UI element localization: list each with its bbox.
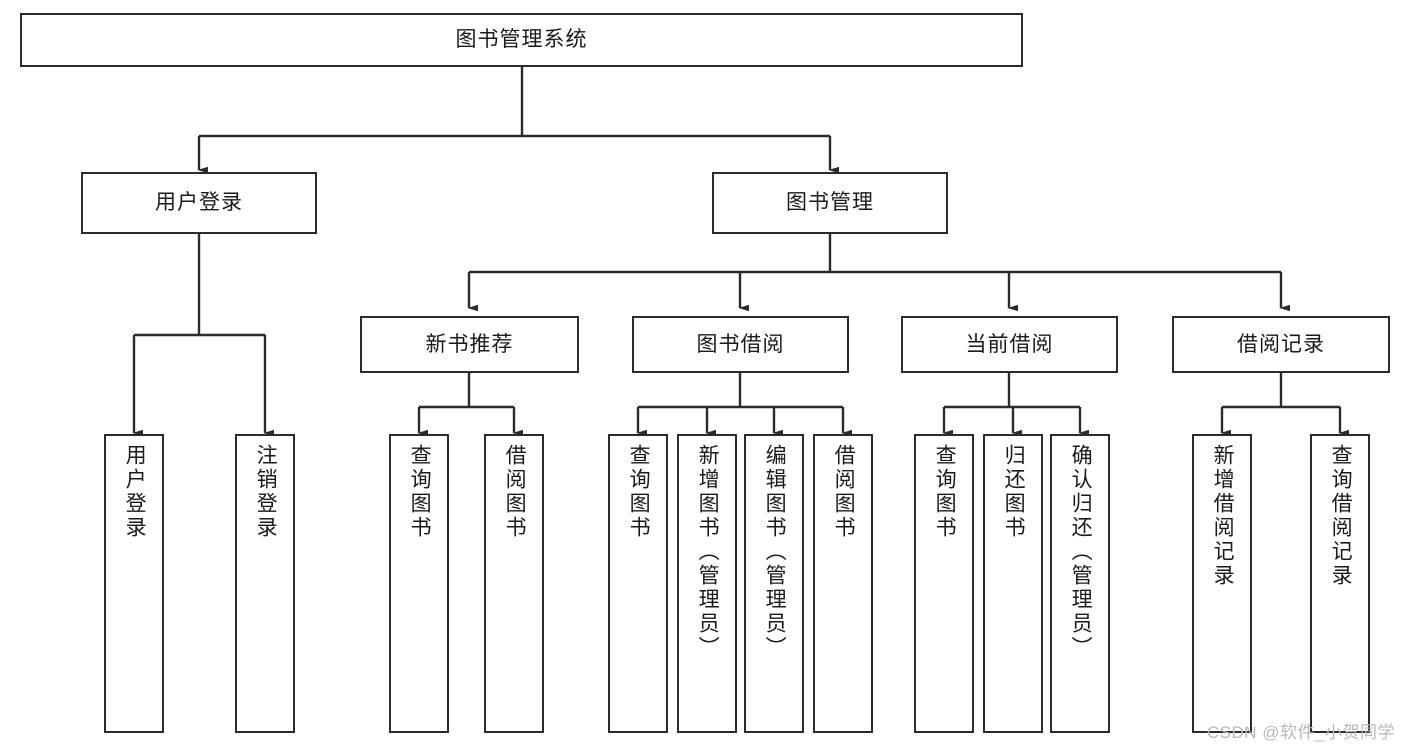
leaf-label: 查询借阅记录 [1329, 444, 1353, 588]
leaf-label: 注销登录 [254, 444, 278, 540]
node-current-borrow-label: 当前借阅 [965, 332, 1054, 356]
node-root-label: 图书管理系统 [455, 28, 588, 52]
leaf-label: 查询图书 [408, 444, 432, 540]
node-borrow-record[interactable]: 借阅记录 [1172, 316, 1390, 373]
watermark: CSDN @软件_小贺同学 [1206, 723, 1395, 742]
leaf-label: 归还图书 [1002, 444, 1026, 540]
node-user-login-label: 用户登录 [155, 191, 243, 215]
leaf-label: 新增图书（管理员） [696, 444, 720, 660]
leaf-current-borrow-query[interactable]: 查询图书 [914, 434, 974, 733]
leaf-label: 查询图书 [933, 444, 957, 540]
leaf-borrow-record-query[interactable]: 查询借阅记录 [1310, 434, 1370, 733]
node-borrow-record-label: 借阅记录 [1237, 332, 1325, 356]
node-root[interactable]: 图书管理系统 [20, 13, 1023, 67]
node-user-login[interactable]: 用户登录 [81, 172, 317, 234]
leaf-label: 借阅图书 [832, 444, 856, 540]
node-new-book-recommend[interactable]: 新书推荐 [360, 316, 579, 373]
node-new-book-recommend-label: 新书推荐 [425, 332, 514, 356]
leaf-current-borrow-confirm-return[interactable]: 确认归还（管理员） [1050, 434, 1110, 733]
leaf-current-borrow-return[interactable]: 归还图书 [983, 434, 1043, 733]
leaf-user-login-logout[interactable]: 注销登录 [235, 434, 295, 733]
leaf-label: 新增借阅记录 [1211, 444, 1235, 588]
leaf-label: 确认归还（管理员） [1069, 444, 1093, 660]
leaf-book-borrow-add[interactable]: 新增图书（管理员） [677, 434, 737, 733]
node-book-borrow[interactable]: 图书借阅 [632, 316, 849, 373]
leaf-book-borrow-edit[interactable]: 编辑图书（管理员） [744, 434, 804, 733]
leaf-new-book-query[interactable]: 查询图书 [389, 434, 449, 733]
leaf-label: 借阅图书 [503, 444, 527, 540]
leaf-book-borrow-query[interactable]: 查询图书 [608, 434, 668, 733]
node-book-borrow-label: 图书借阅 [696, 332, 785, 356]
node-book-management[interactable]: 图书管理 [712, 172, 948, 234]
leaf-label: 用户登录 [123, 444, 147, 540]
leaf-user-login-login[interactable]: 用户登录 [104, 434, 164, 733]
leaf-new-book-borrow[interactable]: 借阅图书 [484, 434, 544, 733]
leaf-label: 编辑图书（管理员） [763, 444, 787, 660]
leaf-book-borrow-borrow[interactable]: 借阅图书 [813, 434, 873, 733]
node-current-borrow[interactable]: 当前借阅 [901, 316, 1118, 373]
node-book-management-label: 图书管理 [786, 191, 874, 215]
leaf-label: 查询图书 [627, 444, 651, 540]
leaf-borrow-record-add[interactable]: 新增借阅记录 [1192, 434, 1252, 733]
